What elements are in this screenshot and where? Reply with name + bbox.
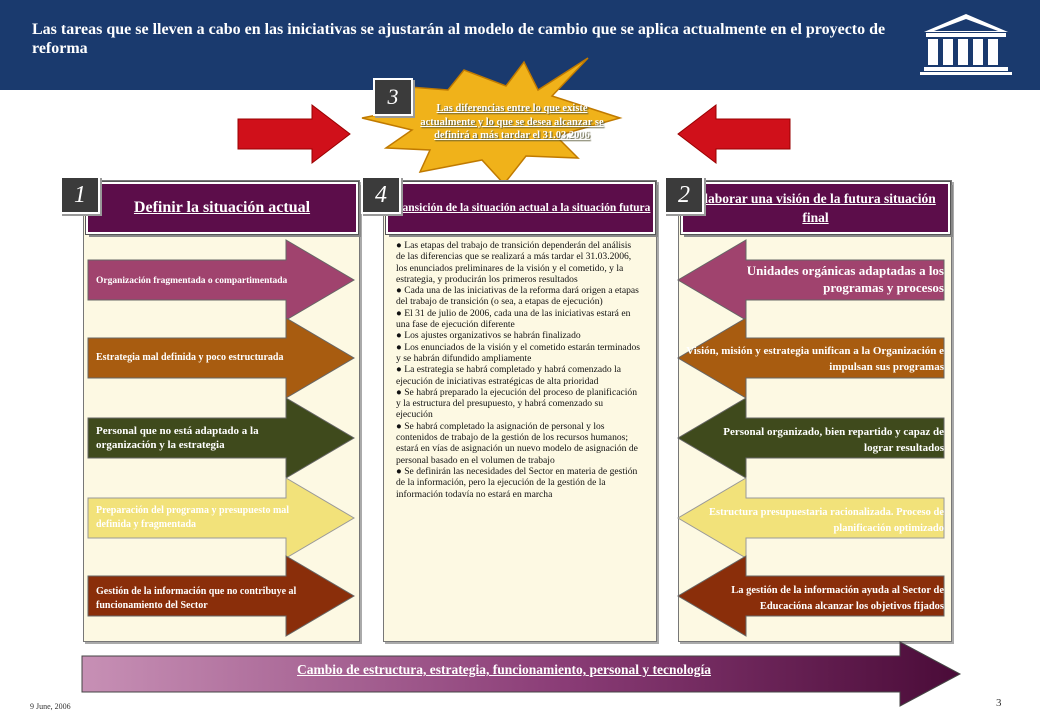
future-vision-title: Elaborar una visión de la futura situaci… <box>680 181 951 235</box>
transition-bullet: ● El 31 de julio de 2006, cada una de la… <box>396 307 631 331</box>
left-arrows <box>87 239 355 637</box>
step-number-4: 4 <box>361 176 401 214</box>
transition-bullet: ● Se definirán las necesidades del Secto… <box>396 465 638 500</box>
transition-bullet-list: ● Las etapas del trabajo de transición d… <box>396 240 642 500</box>
step-number-2: 2 <box>664 176 704 214</box>
right-item-3: Personal organizado, bien repartido y ca… <box>723 426 944 454</box>
transition-bullet: ● Se habrá preparado la ejecución del pr… <box>396 386 638 421</box>
step-number-3: 3 <box>373 78 413 116</box>
transition-bullet: ● Los ajustes organizativos se habrán fi… <box>396 330 581 342</box>
right-arrows <box>677 239 945 637</box>
starburst-shape <box>361 57 623 186</box>
change-arrow-label: Cambio de estructura, estrategia, funcio… <box>297 662 711 677</box>
change-arrow <box>81 641 962 707</box>
footer-date: 9 June, 2006 <box>30 702 71 711</box>
transition-bullet: ● Cada una de las iniciativas de la refo… <box>396 285 639 308</box>
right-item-4: Estructura presupuestaria racionalizada.… <box>709 507 944 534</box>
transition-panel <box>383 180 657 642</box>
transition-bullet: ● Los enunciados de la visión y el comet… <box>396 341 640 364</box>
left-item-3: Personal que no está adaptado a la organ… <box>96 425 259 451</box>
current-situation-title: Definir la situación actual <box>85 181 359 235</box>
step-number-1: 1 <box>60 176 100 214</box>
star-text: Las diferencias entre lo que existe actu… <box>420 103 604 141</box>
unesco-logo <box>918 12 1014 76</box>
transition-bullet: ● Se habrá completado la asignación de p… <box>396 420 638 466</box>
right-item-5: La gestión de la información ayuda al Se… <box>731 585 944 612</box>
transition-intro: ● Las etapas del trabajo de transición d… <box>396 240 632 285</box>
left-item-1: Organización fragmentada o compartimenta… <box>96 276 288 286</box>
red-arrow-right <box>237 103 351 165</box>
right-item-2: Visión, misión y estrategia unifican a l… <box>686 345 944 373</box>
page-title: Las tareas que se lleven a cabo en las i… <box>32 21 886 57</box>
page-number: 3 <box>996 697 1002 709</box>
red-arrow-left <box>677 103 791 165</box>
left-item-4: Preparación del programa y presupuesto m… <box>96 505 290 530</box>
right-item-1: Unidades orgánicas adaptadas a los progr… <box>746 263 944 295</box>
left-item-2: Estrategia mal definida y poco estructur… <box>96 352 284 363</box>
transition-title: Transición de la situación actual a la s… <box>385 181 656 235</box>
transition-bullet: ● La estrategia se habrá completado y ha… <box>396 364 622 387</box>
left-item-5: Gestión de la información que no contrib… <box>96 586 297 611</box>
